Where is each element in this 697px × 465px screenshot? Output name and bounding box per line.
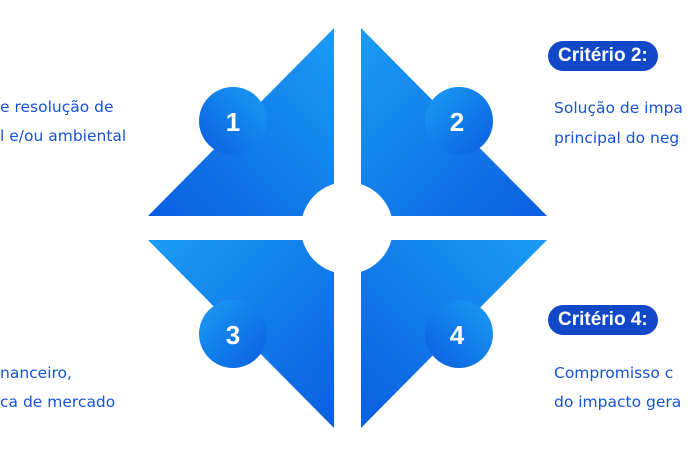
- criterion-1-description-line-2: l e/ou ambiental: [0, 127, 127, 145]
- criterion-4-badge: Critério 4:: [548, 305, 658, 335]
- quadrant-1: [148, 28, 334, 216]
- criterion-2-description-line-2: principal do neg: [554, 129, 680, 147]
- criterion-2-badge: Critério 2:: [548, 41, 658, 71]
- quadrant-2-number: 2: [450, 107, 464, 137]
- criterion-4-description-line-2: do impacto gera: [554, 393, 682, 411]
- criterion-1-description-line-1: e resolução de: [0, 98, 114, 116]
- criterion-2-description-line-1: Solução de impa: [554, 99, 683, 117]
- quadrant-3-number: 3: [226, 320, 240, 350]
- quadrant-3: [148, 240, 334, 428]
- criterion-3-description-line-1: nanceiro,: [0, 364, 72, 382]
- criterion-4-description-line-1: Compromisso c: [554, 364, 674, 382]
- quadrant-2: [361, 28, 547, 216]
- criterion-3-description-line-2: ca de mercado: [0, 393, 116, 411]
- quadrant-1-number: 1: [226, 107, 240, 137]
- quadrant-4-number: 4: [450, 320, 465, 350]
- quadrant-4: [361, 240, 547, 428]
